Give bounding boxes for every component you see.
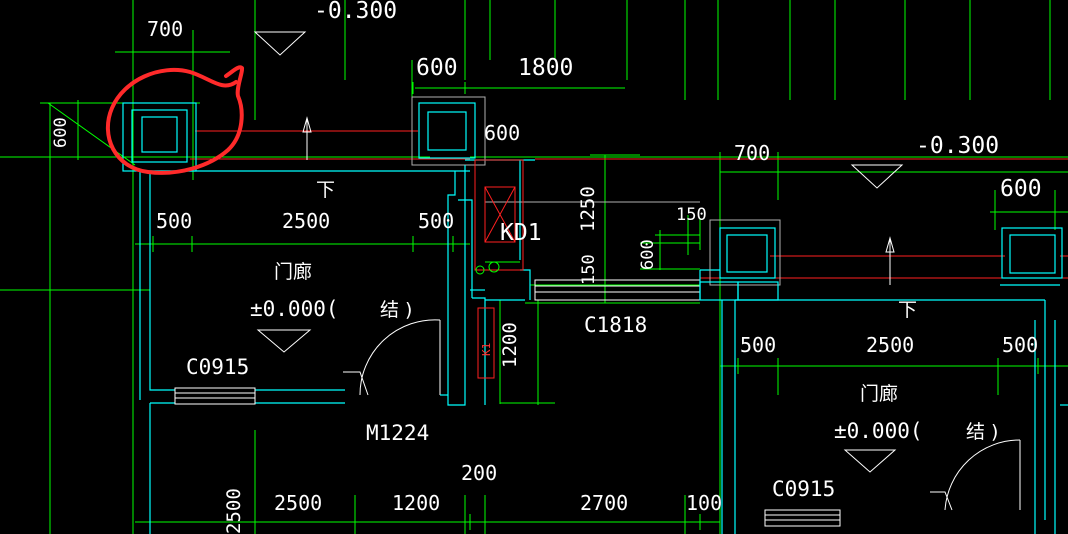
dim-700-right: 700	[734, 141, 770, 165]
room-labels: 下 下 门廊 门廊 ±0.000( 结 ) ±0.000( 结 ) C0915 …	[186, 179, 998, 501]
dim-bottom-100: 100	[686, 491, 722, 515]
dim-left-500b: 500	[418, 209, 454, 233]
dim-150: 150	[676, 205, 707, 225]
stair-arrows	[302, 116, 895, 285]
elev-left: -0.300	[314, 0, 397, 24]
window-label-left: C0915	[186, 355, 249, 379]
porch-label-left: 门廊	[274, 261, 312, 283]
dim-right-500a: 500	[740, 333, 776, 357]
dim-right-2500: 2500	[866, 333, 914, 357]
dim-bottom-200: 200	[461, 461, 497, 485]
elev-right: -0.300	[916, 133, 999, 159]
opening-label-kd1: KD1	[500, 220, 542, 246]
dim-1800: 1800	[518, 55, 573, 81]
dim-600-top: 600	[416, 55, 458, 81]
dim-2500-v: 2500	[223, 488, 245, 534]
window-label-mid: C1818	[584, 313, 647, 337]
dim-1200-v: 1200	[499, 322, 521, 368]
dim-600-left-v: 600	[51, 117, 71, 148]
dim-600-right: 600	[1000, 176, 1042, 202]
dimension-texts: 700 -0.300 600 1800 600 700 -0.300 600 1…	[51, 0, 1042, 534]
walls	[122, 96, 1068, 534]
level-struct-right: 结 )	[966, 421, 998, 443]
window-label-right: C0915	[772, 477, 835, 501]
dim-1250-v: 1250	[577, 186, 599, 232]
dim-700-left: 700	[147, 17, 183, 41]
kd1-opening	[474, 159, 524, 275]
level-struct-left: 结 )	[380, 299, 412, 321]
highlight-circle-mark	[105, 65, 245, 175]
porch-label-right: 门廊	[860, 383, 898, 405]
dim-left-2500: 2500	[282, 209, 330, 233]
dim-bottom-2700: 2700	[580, 491, 628, 515]
level-label-right: ±0.000(	[834, 419, 923, 443]
door-label-main: M1224	[366, 421, 429, 445]
elevation-markers	[253, 31, 904, 473]
dim-600-mid: 600	[484, 121, 520, 145]
down-label-right: 下	[898, 299, 917, 321]
k1-box	[477, 307, 495, 379]
down-label-left: 下	[316, 179, 335, 201]
dim-bottom-1200: 1200	[392, 491, 440, 515]
level-label-left: ±0.000(	[250, 297, 339, 321]
dim-right-500b: 500	[1002, 333, 1038, 357]
dim-600-v: 600	[638, 239, 658, 270]
dim-bottom-2500: 2500	[274, 491, 322, 515]
k1-label: K1	[480, 343, 493, 356]
dim-left-500a: 500	[156, 209, 192, 233]
dim-150-v: 150	[579, 254, 599, 285]
